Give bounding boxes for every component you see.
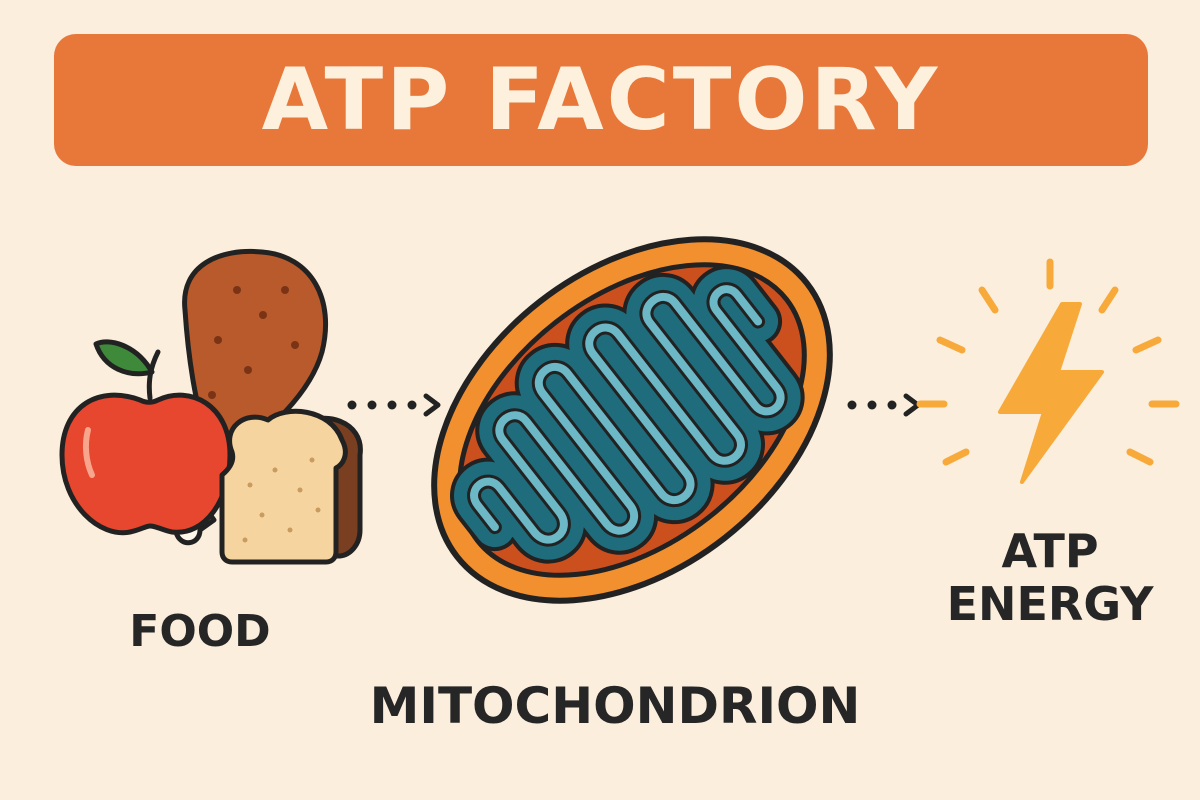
atp-label-line1: ATP	[1001, 524, 1099, 578]
arrow-mitochondrion-to-atp	[847, 393, 921, 417]
food-group	[59, 248, 363, 565]
mitochondrion-icon	[431, 236, 833, 604]
mitochondrion-label: MITOCHONDRION	[369, 677, 861, 735]
atp-energy-label: ATP ENERGY	[925, 525, 1175, 631]
bread-icon	[219, 408, 363, 565]
page-title: ATP FACTORY	[261, 50, 941, 150]
atp-label-line2: ENERGY	[946, 576, 1154, 631]
energy-rays	[916, 258, 1180, 466]
apple-icon	[59, 339, 233, 536]
arrow-food-to-mitochondrion	[347, 393, 441, 417]
lightning-bolt-icon	[998, 302, 1104, 484]
food-label: FOOD	[129, 606, 271, 657]
title-banner: ATP FACTORY	[54, 34, 1148, 166]
